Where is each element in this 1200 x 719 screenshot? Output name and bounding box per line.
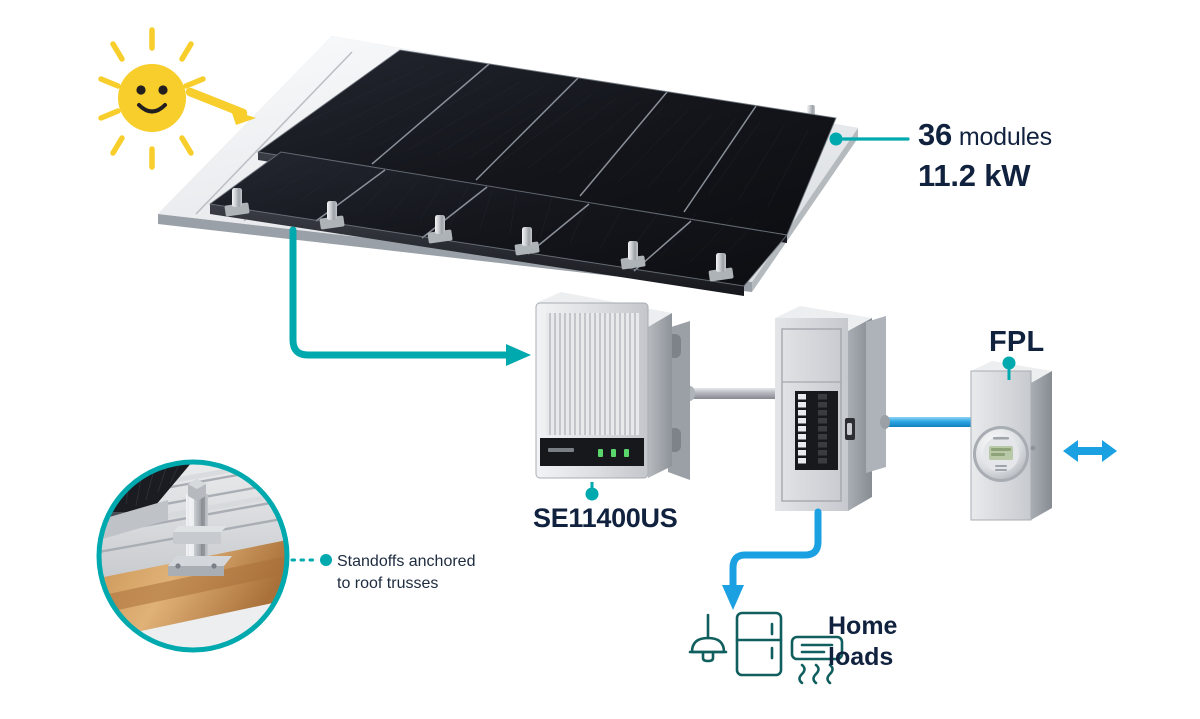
solar-array	[158, 36, 858, 296]
inverter-status-leds	[598, 449, 629, 457]
standoff-label-line2: to roof trusses	[337, 575, 439, 592]
standoff-detail-circle	[96, 459, 290, 653]
flow-array-to-inverter	[289, 226, 531, 366]
inverter-brand-logo	[548, 448, 574, 452]
standoff-callout-leader	[290, 554, 332, 566]
sun-ray-arrow-icon	[185, 87, 256, 125]
utility-label: FPL	[989, 326, 1045, 358]
sun-smiling-icon	[98, 27, 206, 170]
refrigerator-icon	[735, 611, 783, 677]
inverter-model-label: SE11400US	[533, 503, 678, 533]
air-conditioner-icon	[790, 635, 844, 685]
standoff-base-plate	[168, 566, 224, 576]
breakers	[798, 394, 827, 464]
home-load-icons	[688, 611, 844, 685]
panel-mount-plate	[866, 316, 886, 473]
standoff-label-line1: Standoffs anchored	[337, 553, 476, 570]
bidirectional-grid-arrow-icon	[1063, 440, 1117, 462]
conduit-panel-to-meter	[880, 415, 982, 429]
pendant-lamp-icon	[688, 613, 728, 663]
fpl-callout-dot	[1002, 356, 1016, 380]
standoff-feet-front	[224, 188, 734, 282]
breaker-panel	[775, 306, 886, 511]
inverter-callout-dot	[585, 482, 599, 501]
module-seams-upper	[371, 63, 757, 213]
conduit-inverter-to-panel	[685, 386, 785, 401]
home-loads-label-line1: Home	[828, 612, 898, 640]
modules-count-label: 36 modules	[918, 117, 1052, 154]
inverter	[535, 292, 690, 480]
modules-callout-leader	[829, 132, 910, 146]
standoff-flange	[173, 532, 221, 544]
utility-meter	[970, 361, 1052, 521]
modules-count-value: 36	[918, 117, 953, 152]
modules-unit-label: modules	[952, 123, 1052, 151]
system-size-label: 11.2 kW	[918, 158, 1031, 193]
home-loads-label-line2: loads	[828, 643, 894, 671]
inverter-heatsink	[546, 313, 639, 435]
flow-panel-to-home-loads	[722, 508, 822, 610]
